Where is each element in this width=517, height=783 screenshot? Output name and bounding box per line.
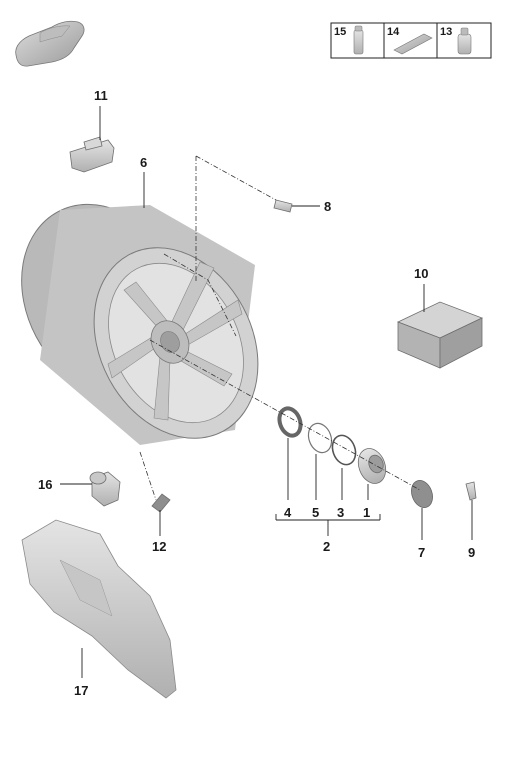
callout-16: 16 xyxy=(38,477,52,492)
callout-12: 12 xyxy=(152,539,166,554)
callout-3: 3 xyxy=(337,505,344,520)
callout-6: 6 xyxy=(140,155,147,170)
kit-label-15: 15 xyxy=(334,26,346,38)
part-5-o-ring xyxy=(307,422,333,500)
part-7-center-cap xyxy=(411,480,433,540)
part-16-hub-nut xyxy=(60,471,121,507)
callout-17: 17 xyxy=(74,683,88,698)
part-2-bracket-line xyxy=(275,514,381,536)
assembly-lines xyxy=(139,155,421,501)
kit-box: 15 14 13 xyxy=(330,22,492,59)
kit-label-14: 14 xyxy=(387,26,400,38)
callout-7: 7 xyxy=(418,545,425,560)
part-12-clip xyxy=(151,493,171,536)
part-1-hub-cap xyxy=(357,448,387,500)
kit-label-13: 13 xyxy=(440,26,452,38)
callout-11: 11 xyxy=(94,88,108,103)
callout-2: 2 xyxy=(323,539,330,554)
vehicle-silhouette-icon xyxy=(15,20,85,67)
spray-can-icon xyxy=(457,27,472,55)
callout-4: 4 xyxy=(284,505,292,520)
part-10-box xyxy=(396,284,484,369)
tool-strip-icon xyxy=(393,33,433,55)
callout-1: 1 xyxy=(363,505,370,520)
callout-8: 8 xyxy=(324,199,331,214)
part-9-insert xyxy=(465,481,477,540)
part-3-seal xyxy=(331,434,357,500)
part-8-valve xyxy=(273,199,320,213)
part-17-tray xyxy=(21,519,177,699)
part-4-ring xyxy=(277,406,303,500)
callout-10: 10 xyxy=(414,266,428,281)
callout-9: 9 xyxy=(468,545,475,560)
part-6-wheel-rim xyxy=(21,172,259,445)
part-11-bracket xyxy=(69,106,115,173)
callout-5: 5 xyxy=(312,505,319,520)
lubricant-tube-icon xyxy=(353,25,364,55)
